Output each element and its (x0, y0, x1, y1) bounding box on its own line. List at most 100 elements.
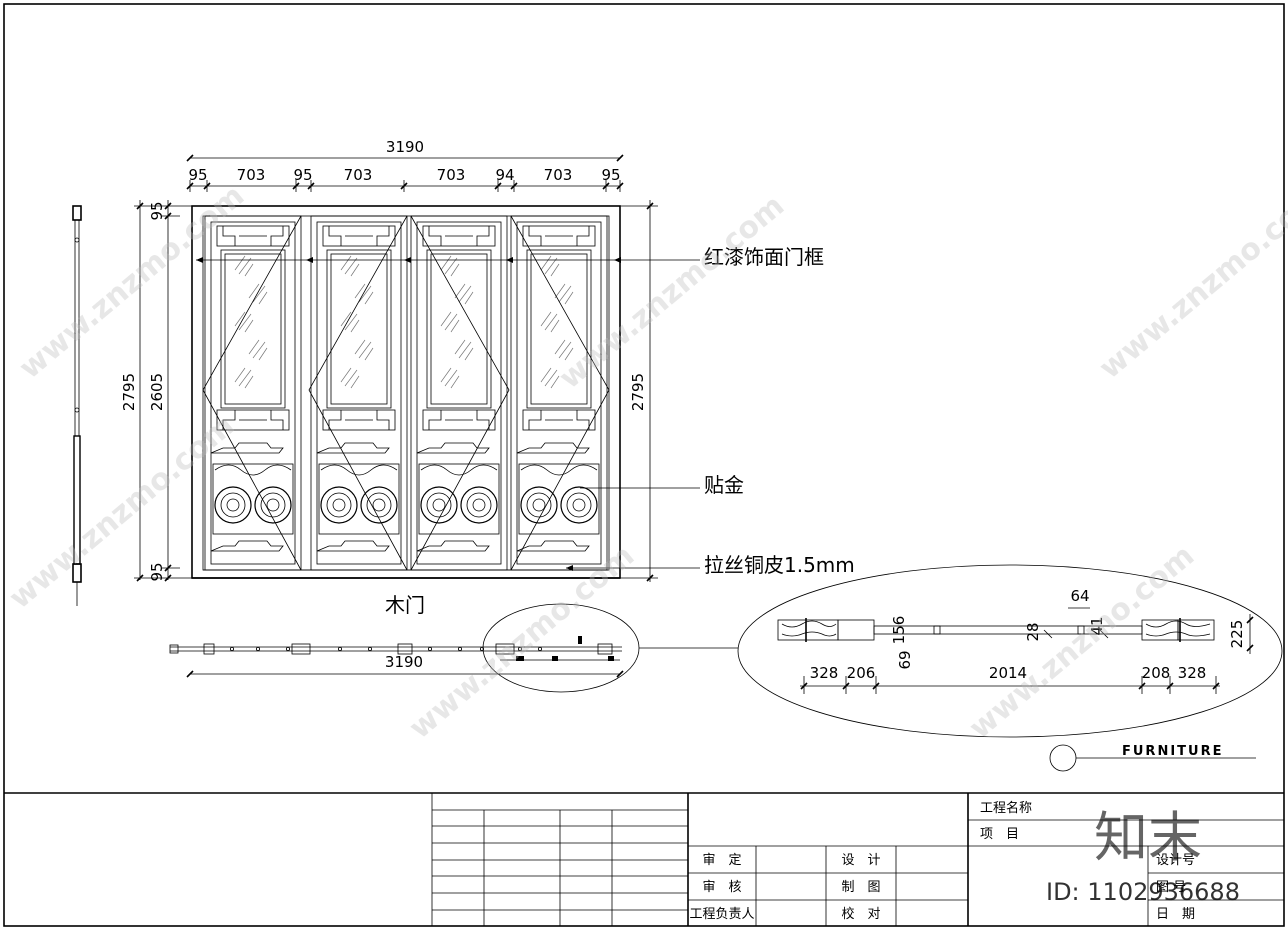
plan-node (229, 647, 234, 652)
gilt-spiral-icon (360, 486, 398, 524)
tb-lead: 工程负责人 (689, 907, 754, 922)
lattice-pattern (528, 226, 590, 246)
glass-hatch (234, 255, 254, 277)
drawing-title: 木门 (385, 593, 425, 617)
glass-hatch (234, 367, 254, 389)
carving-panel (318, 463, 400, 535)
gilt-spiral-inner (426, 492, 452, 518)
dim-detail-41: 41 (1088, 616, 1106, 635)
glass-hatch (454, 339, 474, 361)
dim-top-segment: 703 (344, 166, 373, 184)
glass-hatch (340, 255, 360, 277)
dim-top-overall: 3190 (386, 138, 424, 156)
glass-hatch (248, 283, 268, 305)
callout-leaders (196, 259, 700, 569)
callout-arrows (196, 257, 621, 571)
watermark-site-2: www.znzmo.com (553, 188, 791, 396)
open-line (510, 215, 610, 571)
plan-section (169, 636, 624, 678)
watermark-id: ID: 1102936688 (1046, 878, 1240, 906)
arrow-icon (506, 257, 513, 263)
brand-circle-icon (1049, 744, 1077, 772)
tb-project-name: 工程名称 (980, 800, 1032, 816)
leaf-inner (316, 221, 402, 565)
gilt-spiral-core (472, 498, 486, 512)
detail-ellipse (737, 564, 1283, 738)
plan-node (337, 647, 342, 652)
carving-panel (212, 463, 294, 535)
open-line (202, 215, 302, 571)
glass-hatch (540, 255, 560, 277)
gilt-spiral-inner (526, 492, 552, 518)
lattice-pattern (222, 410, 284, 430)
glass-pane (526, 249, 592, 409)
gilt-spiral-inner (220, 492, 246, 518)
open-line (308, 215, 408, 571)
lattice-pattern (528, 410, 590, 430)
dim-left-inner: 2605 (148, 373, 166, 411)
plan-node (367, 647, 372, 652)
glass-hatch (340, 311, 360, 333)
glass-hatch (554, 339, 574, 361)
carving-panel (418, 463, 500, 535)
outer-door-frame (191, 205, 621, 579)
arrow-icon (196, 257, 203, 263)
gilt-spiral-core (266, 498, 280, 512)
glass-hatch (440, 367, 460, 389)
enlarged-section-detail (777, 607, 1254, 694)
gilt-spiral-icon (460, 486, 498, 524)
glass-pane (426, 249, 492, 409)
door-leaf (202, 215, 302, 571)
dim-top-segment: 703 (237, 166, 266, 184)
plan-node (538, 647, 543, 652)
tb-proof: 校 对 (841, 906, 880, 922)
callout-frame: 红漆饰面门框 (704, 245, 824, 269)
glass-pane-inner (330, 253, 388, 405)
tb-check: 审 核 (702, 880, 741, 895)
carved-wave (520, 464, 598, 476)
gilt-spiral-icon (320, 486, 358, 524)
lattice-pattern (222, 226, 284, 246)
carving-panel (518, 463, 600, 535)
gilt-spiral-icon (560, 486, 598, 524)
side-section-strip (72, 205, 82, 606)
dim-top-segment: 703 (544, 166, 573, 184)
dim-detail-28: 28 (1024, 622, 1042, 641)
leaf-inner (416, 221, 502, 565)
glass-hatch (340, 367, 360, 389)
glass-hatch (440, 311, 460, 333)
gilt-spiral-icon (420, 486, 458, 524)
glass-pane-inner (430, 253, 488, 405)
callout-gilt: 贴金 (704, 473, 744, 497)
tb-draw: 制 图 (841, 880, 880, 895)
glass-pane-inner (530, 253, 588, 405)
gilt-spiral-core (532, 498, 546, 512)
arrow-icon (306, 257, 313, 263)
dim-left-bottom: 95 (148, 562, 166, 581)
leaf-inner (210, 221, 296, 565)
gilt-spiral-core (432, 498, 446, 512)
dim-detail-328-right: 328 (1178, 664, 1207, 682)
plan-node (457, 647, 462, 652)
glass-hatch (540, 311, 560, 333)
watermark-logo: 知末 (1094, 806, 1202, 869)
plan-node (285, 647, 290, 652)
plan-node (479, 647, 484, 652)
tb-review: 审 定 (702, 853, 741, 868)
glass-hatch (234, 311, 254, 333)
dim-right-height: 2795 (629, 373, 647, 411)
dim-left-outer: 2795 (120, 373, 138, 411)
glass-hatch (354, 339, 374, 361)
dim-detail-328-left: 328 (810, 664, 839, 682)
glass-pane (326, 249, 392, 409)
carved-wave (320, 464, 398, 476)
lattice-top (322, 225, 396, 247)
watermark-site-3: www.znzmo.com (1093, 178, 1288, 386)
dim-top-segment: 95 (293, 166, 312, 184)
cartouche-rail (516, 442, 590, 454)
dim-top-segment: 703 (437, 166, 466, 184)
watermark-site-6: www.znzmo.com (963, 538, 1201, 746)
dim-top-segment: 94 (495, 166, 514, 184)
dim-detail-206: 206 (847, 664, 876, 682)
plan-node (255, 647, 260, 652)
